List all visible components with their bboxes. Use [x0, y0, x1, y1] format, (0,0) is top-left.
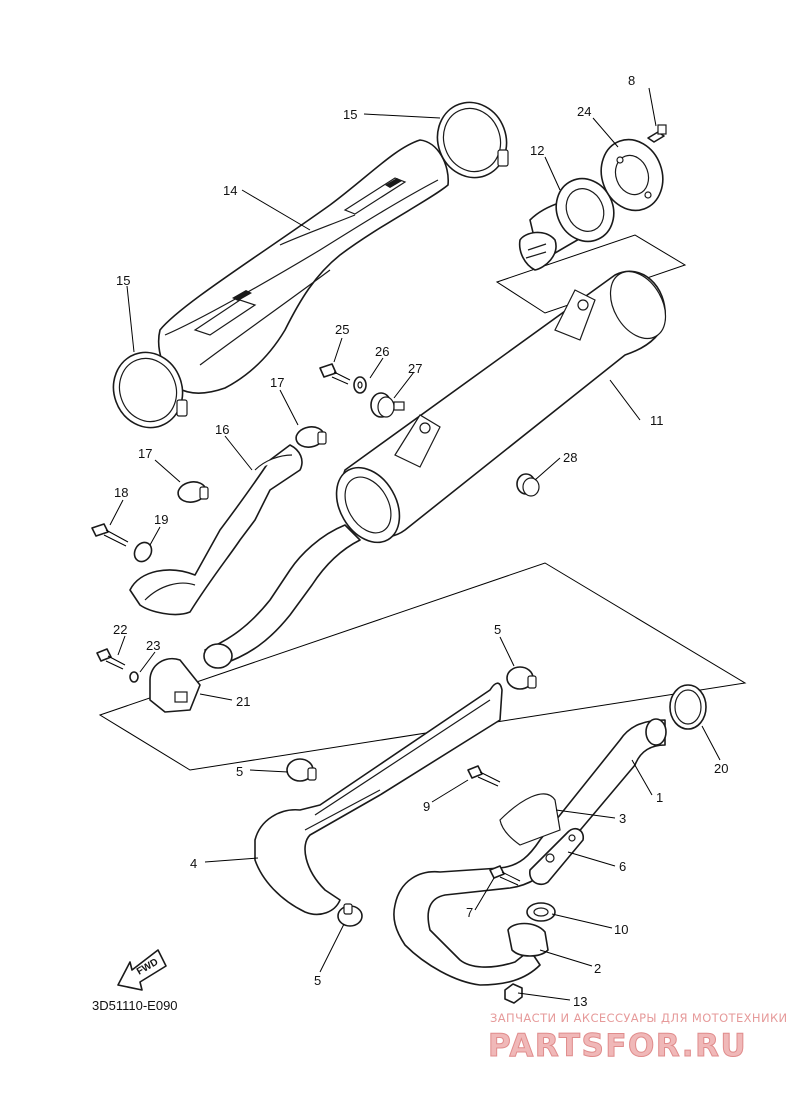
callout-12: 12: [530, 143, 544, 158]
bracket-21: [149, 658, 201, 713]
washer-26: [353, 376, 367, 394]
callout-22: 22: [113, 622, 127, 637]
callout-3: 3: [619, 811, 626, 826]
watermark: ЗАПЧАСТИ И АКСЕССУАРЫ ДЛЯ МОТОТЕХНИКИ PA…: [488, 1011, 788, 1065]
callout-4: 4: [190, 856, 197, 871]
end-cap: [600, 138, 664, 212]
clamp-17-lower: [177, 481, 209, 503]
callout-13: 8: [628, 73, 635, 88]
heat-protector: [157, 139, 449, 395]
callout-8: 9: [423, 799, 430, 814]
clamp-5-mid: [286, 758, 317, 782]
callout-23: 23: [146, 638, 160, 653]
clamp-5-top: [506, 666, 537, 690]
callout-26: 26: [375, 344, 389, 359]
callout-17-upper: 17: [270, 375, 284, 390]
bolt-7: [489, 865, 521, 886]
nut-9: [504, 983, 523, 1004]
flange-2: [507, 922, 549, 957]
clamp-17-upper: [295, 426, 327, 448]
clamp-band-15-left: [112, 351, 188, 429]
callout-25: 25: [335, 322, 349, 337]
callout-21: 21: [236, 694, 250, 709]
muffler-body: [335, 270, 667, 544]
callout-20: 20: [714, 761, 728, 776]
callout-15-left: 15: [116, 273, 130, 288]
callout-6: 6: [619, 859, 626, 874]
callout-10: 10: [614, 922, 628, 937]
callout-19: 19: [154, 512, 168, 527]
callout-2: 2: [594, 961, 601, 976]
gasket-20: [669, 684, 707, 730]
forward-arrow-icon: FWD: [117, 949, 167, 991]
callout-11: 11: [650, 413, 664, 428]
callout-5-mid: 5: [236, 764, 243, 779]
callout-24: 24: [577, 104, 591, 119]
watermark-brand: PARTSFOR.RU: [488, 1028, 747, 1064]
protector-4: [254, 682, 503, 916]
collar-28: [516, 473, 540, 497]
callout-27: 27: [408, 361, 422, 376]
exhaust-pipe-1: [393, 718, 667, 986]
tail-pipe: [518, 177, 615, 271]
clamp-band-15-right: [436, 101, 509, 179]
callout-labels: 8 24 12 15 14 15 25 26 27 17 11 16 28 17…: [113, 73, 728, 1009]
leader-lines: [109, 87, 721, 1001]
muffler-assembly-frame: [98, 562, 747, 771]
callout-5-bottom: 5: [314, 973, 321, 988]
bolt-25: [319, 363, 351, 385]
callout-28: 28: [563, 450, 577, 465]
diagram-code: 3D51110-E090: [92, 998, 178, 1013]
bolt-22: [96, 648, 126, 670]
callout-16: 16: [215, 422, 229, 437]
joint-pipe: [129, 444, 303, 616]
callout-17-lower: 17: [138, 446, 152, 461]
callout-15-top: 15: [343, 107, 357, 122]
bracket-6: [529, 828, 585, 886]
callout-7: 7: [466, 905, 473, 920]
bolt-18: [91, 523, 129, 547]
rear-pipe-lower: [203, 524, 361, 669]
watermark-tagline: ЗАПЧАСТИ И АКСЕССУАРЫ ДЛЯ МОТОТЕХНИКИ: [490, 1011, 788, 1025]
callout-18: 18: [114, 485, 128, 500]
gasket-10: [526, 902, 556, 922]
callout-9: 13: [573, 994, 587, 1009]
callout-14: 14: [223, 183, 237, 198]
bolt-8: [467, 765, 501, 787]
tail-pipe-frame: [495, 234, 687, 314]
grommet-27: [370, 392, 405, 418]
cap-screw: [647, 124, 667, 143]
callout-1: 1: [656, 790, 663, 805]
washer-23: [129, 671, 139, 683]
callout-5-top: 5: [494, 622, 501, 637]
collar-19: [133, 541, 153, 563]
clamp-5-bottom: [337, 903, 363, 927]
